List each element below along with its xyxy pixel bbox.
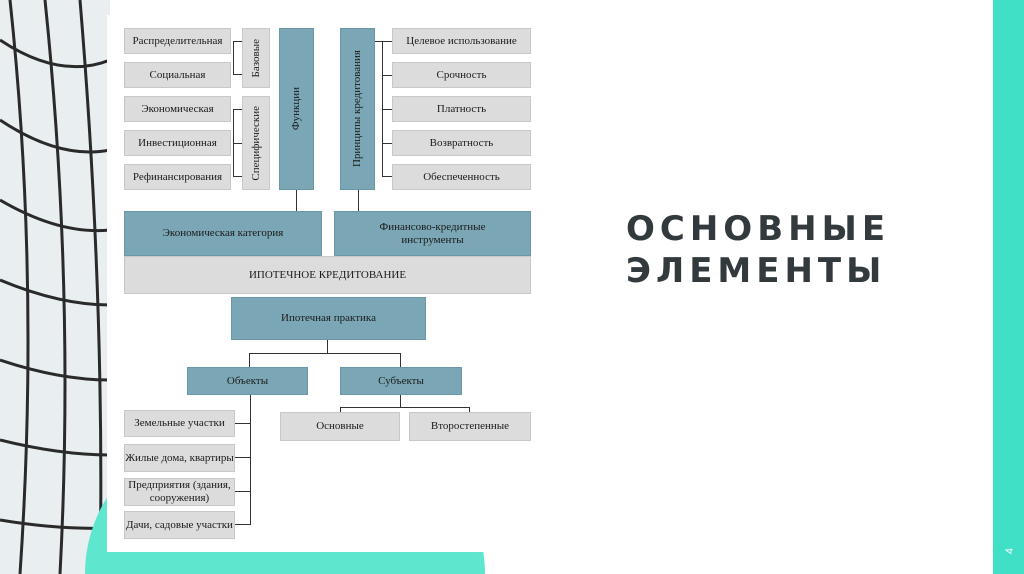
box-label: Распределительная <box>133 35 223 48</box>
connector <box>235 423 250 424</box>
box-label: Рефинансирования <box>133 171 222 184</box>
box-label: Земельные участки <box>134 417 225 430</box>
object-dachas-box: Дачи, садовые участки <box>124 511 235 539</box>
box-label: Функции <box>290 87 303 130</box>
connector <box>296 190 297 211</box>
connector <box>249 353 250 367</box>
box-label: Базовые <box>250 39 263 77</box>
principle-urgency-box: Срочность <box>392 62 531 88</box>
basic-group-box: Базовые <box>242 28 270 88</box>
connector <box>235 491 250 492</box>
connector <box>382 109 392 110</box>
subject-main-box: Основные <box>280 412 400 441</box>
connector <box>382 75 392 76</box>
functions-box: Функции <box>279 28 314 190</box>
title-line-2: ЭЛЕМЕНТЫ <box>626 250 890 292</box>
principles-box: Принципы кредитования <box>340 28 375 190</box>
box-label: Экономическая категория <box>163 227 284 240</box>
connector-basic-bracket <box>233 41 234 75</box>
object-enterprises-box: Предприятия (здания, сооружения) <box>124 478 235 506</box>
box-label: ИПОТЕЧНОЕ КРЕДИТОВАНИЕ <box>249 269 406 282</box>
box-label: Субъекты <box>378 375 424 388</box>
box-label: Экономическая <box>141 103 213 116</box>
subject-secondary-box: Второстепенные <box>409 412 531 441</box>
principle-payment-box: Платность <box>392 96 531 122</box>
principle-target-use-box: Целевое использование <box>392 28 531 54</box>
box-label: Обеспеченность <box>423 171 500 184</box>
connector <box>233 109 242 110</box>
box-label: Ипотечная практика <box>281 312 376 325</box>
box-label: Специфические <box>250 106 263 181</box>
connector <box>327 340 328 353</box>
box-label: Основные <box>316 420 364 433</box>
connector <box>358 190 359 211</box>
object-land-box: Земельные участки <box>124 410 235 437</box>
economic-category-box: Экономическая категория <box>124 211 322 256</box>
mortgage-practice-box: Ипотечная практика <box>231 297 426 340</box>
box-label: Целевое использование <box>406 35 516 48</box>
box-label: Платность <box>437 103 486 116</box>
title-line-1: ОСНОВНЫЕ <box>626 208 890 250</box>
box-label: Второстепенные <box>431 420 509 433</box>
function-social-box: Социальная <box>124 62 231 88</box>
box-label: Объекты <box>227 375 268 388</box>
connector <box>374 41 392 42</box>
function-investment-box: Инвестиционная <box>124 130 231 156</box>
box-label: Социальная <box>150 69 206 82</box>
connector <box>382 143 392 144</box>
principle-security-box: Обеспеченность <box>392 164 531 190</box>
box-label: Финансово-кредитные инструменты <box>375 221 490 247</box>
connector <box>400 395 401 407</box>
subjects-box: Субъекты <box>340 367 462 395</box>
box-label: Дачи, садовые участки <box>126 519 233 532</box>
box-label: Принципы кредитования <box>351 50 364 167</box>
box-label: Срочность <box>437 69 487 82</box>
connector <box>233 41 242 42</box>
connector <box>249 353 401 354</box>
principle-repayment-box: Возвратность <box>392 130 531 156</box>
function-distribution-box: Распределительная <box>124 28 231 54</box>
box-label: Возвратность <box>430 137 494 150</box>
box-label: Жилые дома, квартиры <box>125 452 234 465</box>
function-economic-box: Экономическая <box>124 96 231 122</box>
mortgage-lending-box: ИПОТЕЧНОЕ КРЕДИТОВАНИЕ <box>124 256 531 294</box>
objects-box: Объекты <box>187 367 308 395</box>
specific-group-box: Специфические <box>242 96 270 190</box>
connector <box>235 524 250 525</box>
connector <box>233 143 242 144</box>
connector <box>340 407 470 408</box>
function-refinancing-box: Рефинансирования <box>124 164 231 190</box>
object-houses-box: Жилые дома, квартиры <box>124 444 235 472</box>
connector <box>233 176 242 177</box>
connector <box>233 74 242 75</box>
box-label: Инвестиционная <box>138 137 217 150</box>
connector <box>235 457 250 458</box>
instruments-box: Финансово-кредитные инструменты <box>334 211 531 256</box>
connector <box>382 176 392 177</box>
slide-title: ОСНОВНЫЕ ЭЛЕМЕНТЫ <box>626 208 890 292</box>
connector-objects-spine <box>250 395 251 525</box>
box-label: Предприятия (здания, сооружения) <box>125 479 234 505</box>
connector <box>400 353 401 367</box>
